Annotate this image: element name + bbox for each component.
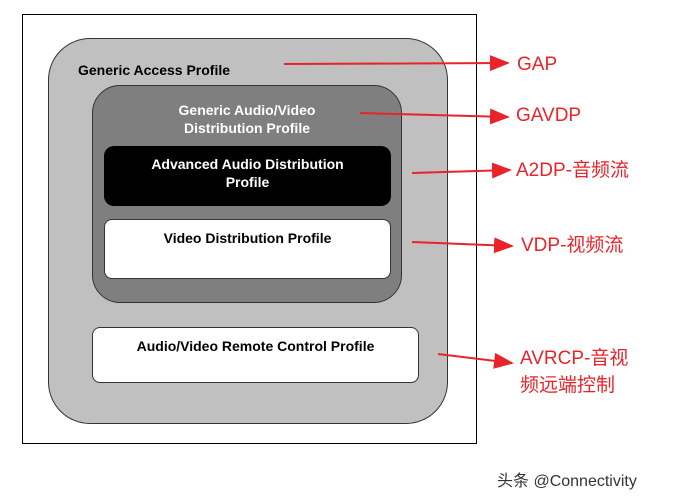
vdp-arrow — [411, 237, 514, 254]
a2dp-profile-box: Advanced Audio Distribution Profile — [104, 146, 391, 206]
gap-annotation: GAP — [517, 54, 558, 75]
a2dp-annotation: A2DP-音频流 — [516, 160, 629, 181]
gavdp-arrow — [359, 108, 510, 125]
gap-arrow — [283, 55, 510, 72]
gavdp-profile-label: Generic Audio/Video Distribution Profile — [178, 102, 316, 136]
avrcp-profile-box: Audio/Video Remote Control Profile — [92, 327, 419, 383]
gap-profile-label: Generic Access Profile — [78, 62, 231, 78]
watermark: 头条 @Connectivity — [497, 473, 637, 490]
avrcp-annotation: AVRCP-音视 频远端控制 — [520, 348, 629, 396]
vdp-annotation: VDP-视频流 — [521, 235, 624, 256]
avrcp-arrow — [437, 352, 514, 369]
gavdp-annotation: GAVDP — [516, 105, 582, 126]
a2dp-arrow — [411, 162, 512, 179]
vdp-profile-box: Video Distribution Profile — [104, 219, 391, 279]
